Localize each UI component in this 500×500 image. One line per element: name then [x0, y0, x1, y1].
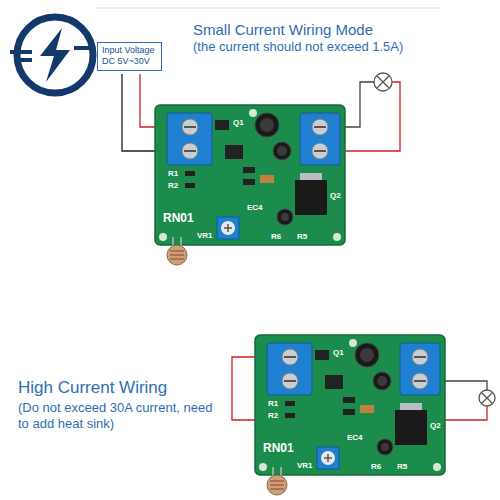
part-label: R5 [397, 462, 407, 472]
section-heading: High Current Wiring [18, 378, 167, 398]
circuit-board [255, 335, 445, 495]
lamp-symbol [374, 73, 495, 406]
part-label: R2 [168, 181, 178, 191]
part-label: Q2 [430, 421, 441, 431]
part-label: Q2 [330, 191, 341, 201]
part-label: VR1 [197, 231, 213, 241]
section-note: (Do not exceed 30A current, need to add … [18, 400, 223, 431]
part-label: EC4 [247, 203, 263, 213]
circuit-board [155, 105, 345, 265]
part-label: R5 [297, 232, 307, 242]
part-label: EC4 [347, 433, 363, 443]
input-voltage-box: Input VoltageDC 5V~30V [97, 42, 162, 71]
node-text: DC 5V~30V [102, 56, 157, 67]
part-label: R1 [168, 169, 178, 179]
part-label: R2 [268, 411, 278, 421]
part-label: Q1 [233, 118, 244, 128]
brand-logo [10, 17, 93, 93]
board-name: RN01 [163, 211, 194, 225]
part-label: R6 [371, 462, 381, 472]
board-name: RN01 [263, 441, 294, 455]
section-heading: Small Current Wiring Mode [193, 21, 373, 39]
part-label: Q1 [333, 348, 344, 358]
part-label: R1 [268, 399, 278, 409]
part-label: R6 [271, 232, 281, 242]
section-note: (the current should not exceed 1.5A) [193, 39, 403, 55]
node-text: Input Voltage [102, 45, 157, 56]
part-label: VR1 [297, 461, 313, 471]
